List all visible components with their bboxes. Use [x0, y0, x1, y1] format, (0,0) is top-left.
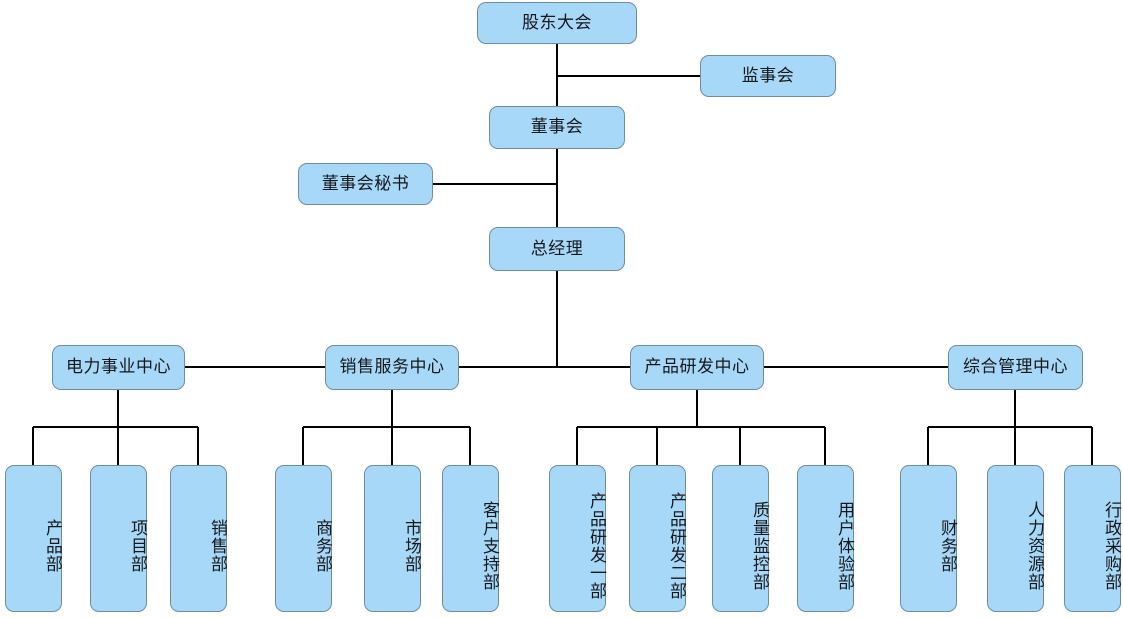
node-dept-admin-purchase[interactable]: 行政采购部 [1064, 465, 1121, 612]
node-center-sales[interactable]: 销售服务中心 [325, 345, 459, 390]
node-board-of-directors[interactable]: 董事会 [489, 106, 625, 149]
node-dept-hr[interactable]: 人力资源部 [987, 465, 1044, 612]
node-shareholders-meeting[interactable]: 股东大会 [477, 2, 637, 44]
node-dept-project[interactable]: 项目部 [90, 465, 147, 612]
node-dept-finance[interactable]: 财务部 [900, 465, 957, 612]
node-dept-user-experience[interactable]: 用户体验部 [797, 465, 854, 612]
node-center-admin[interactable]: 综合管理中心 [948, 345, 1083, 390]
node-dept-rnd-two[interactable]: 产品研发二部 [629, 465, 686, 612]
node-center-rnd[interactable]: 产品研发中心 [630, 345, 764, 390]
node-dept-business[interactable]: 商务部 [275, 465, 332, 612]
node-center-power[interactable]: 电力事业中心 [52, 345, 185, 390]
node-board-secretary[interactable]: 董事会秘书 [298, 163, 433, 205]
node-dept-sales[interactable]: 销售部 [170, 465, 227, 612]
node-dept-market[interactable]: 市场部 [364, 465, 421, 612]
node-dept-customer-support[interactable]: 客户支持部 [442, 465, 499, 612]
node-dept-quality[interactable]: 质量监控部 [712, 465, 769, 612]
node-dept-product[interactable]: 产品部 [5, 465, 62, 612]
node-general-manager[interactable]: 总经理 [489, 227, 625, 271]
node-board-of-supervisors[interactable]: 监事会 [700, 55, 836, 97]
node-dept-rnd-one[interactable]: 产品研发一部 [549, 465, 606, 612]
